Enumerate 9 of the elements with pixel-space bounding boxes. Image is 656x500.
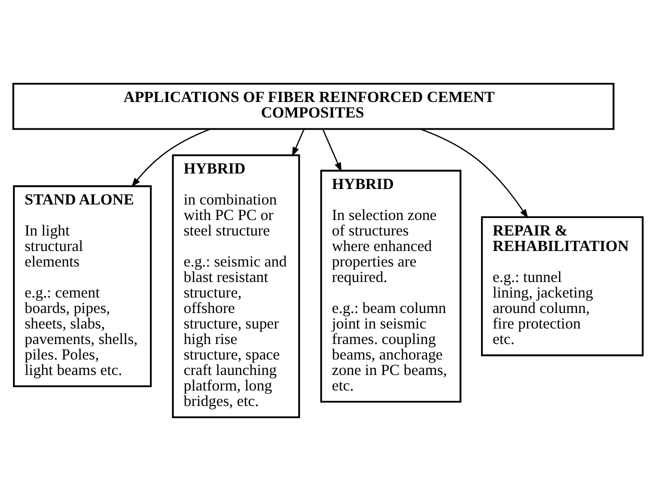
node-box: HYBRID In selection zone of structures where enhanced properties are required. e.g.: beam column joint in seismic frames. coupling beams, anchorage zone in PC beams, etc. <box>320 169 462 402</box>
arrow <box>322 128 342 172</box>
arrow <box>131 128 211 187</box>
node-box: REPAIR & REHABILITATION e.g.: tunnel lining, jacketing around column, fire protection etc. <box>481 216 644 356</box>
arrow <box>292 128 304 156</box>
node-box: STAND ALONE In light structural elements e.g.: cement boards, pipes, sheets, slabs, pavements, shells, piles. Poles, light beams etc. <box>12 184 152 387</box>
node-box: HYBRID in combination with PC PC or steel structure e.g.: seismic and blast resistant structure, offshore structure, super high rise structure, space craft launching platform, long bridges, etc. <box>172 154 300 418</box>
arrow <box>420 128 528 218</box>
node-box: APPLICATIONS OF FIBER REINFORCED CEMENT COMPOSITES <box>12 82 614 130</box>
